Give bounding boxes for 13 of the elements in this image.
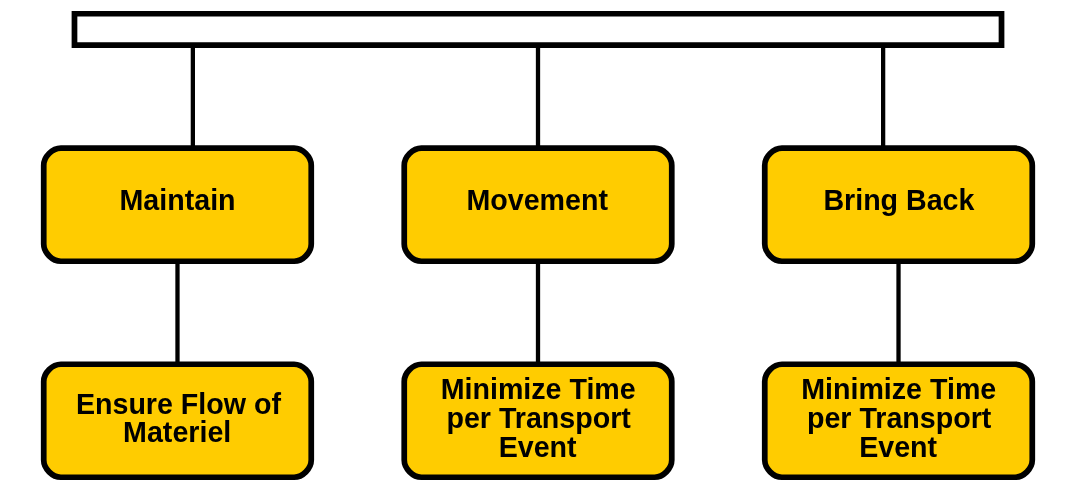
node-box: Movement [401, 145, 675, 265]
node-box: Minimize Time per Transport Event [401, 361, 675, 481]
connector [175, 261, 180, 364]
node-box: Maintain [40, 145, 315, 265]
node-box [71, 10, 1005, 49]
connector [535, 45, 541, 148]
connector [896, 261, 901, 364]
node-box: Minimize Time per Transport Event [761, 361, 1036, 481]
connector [190, 45, 195, 148]
node-box: Ensure Flow of Materiel [40, 361, 315, 481]
connector [881, 45, 886, 148]
connector [535, 261, 541, 364]
node-box: Bring Back [761, 145, 1036, 265]
